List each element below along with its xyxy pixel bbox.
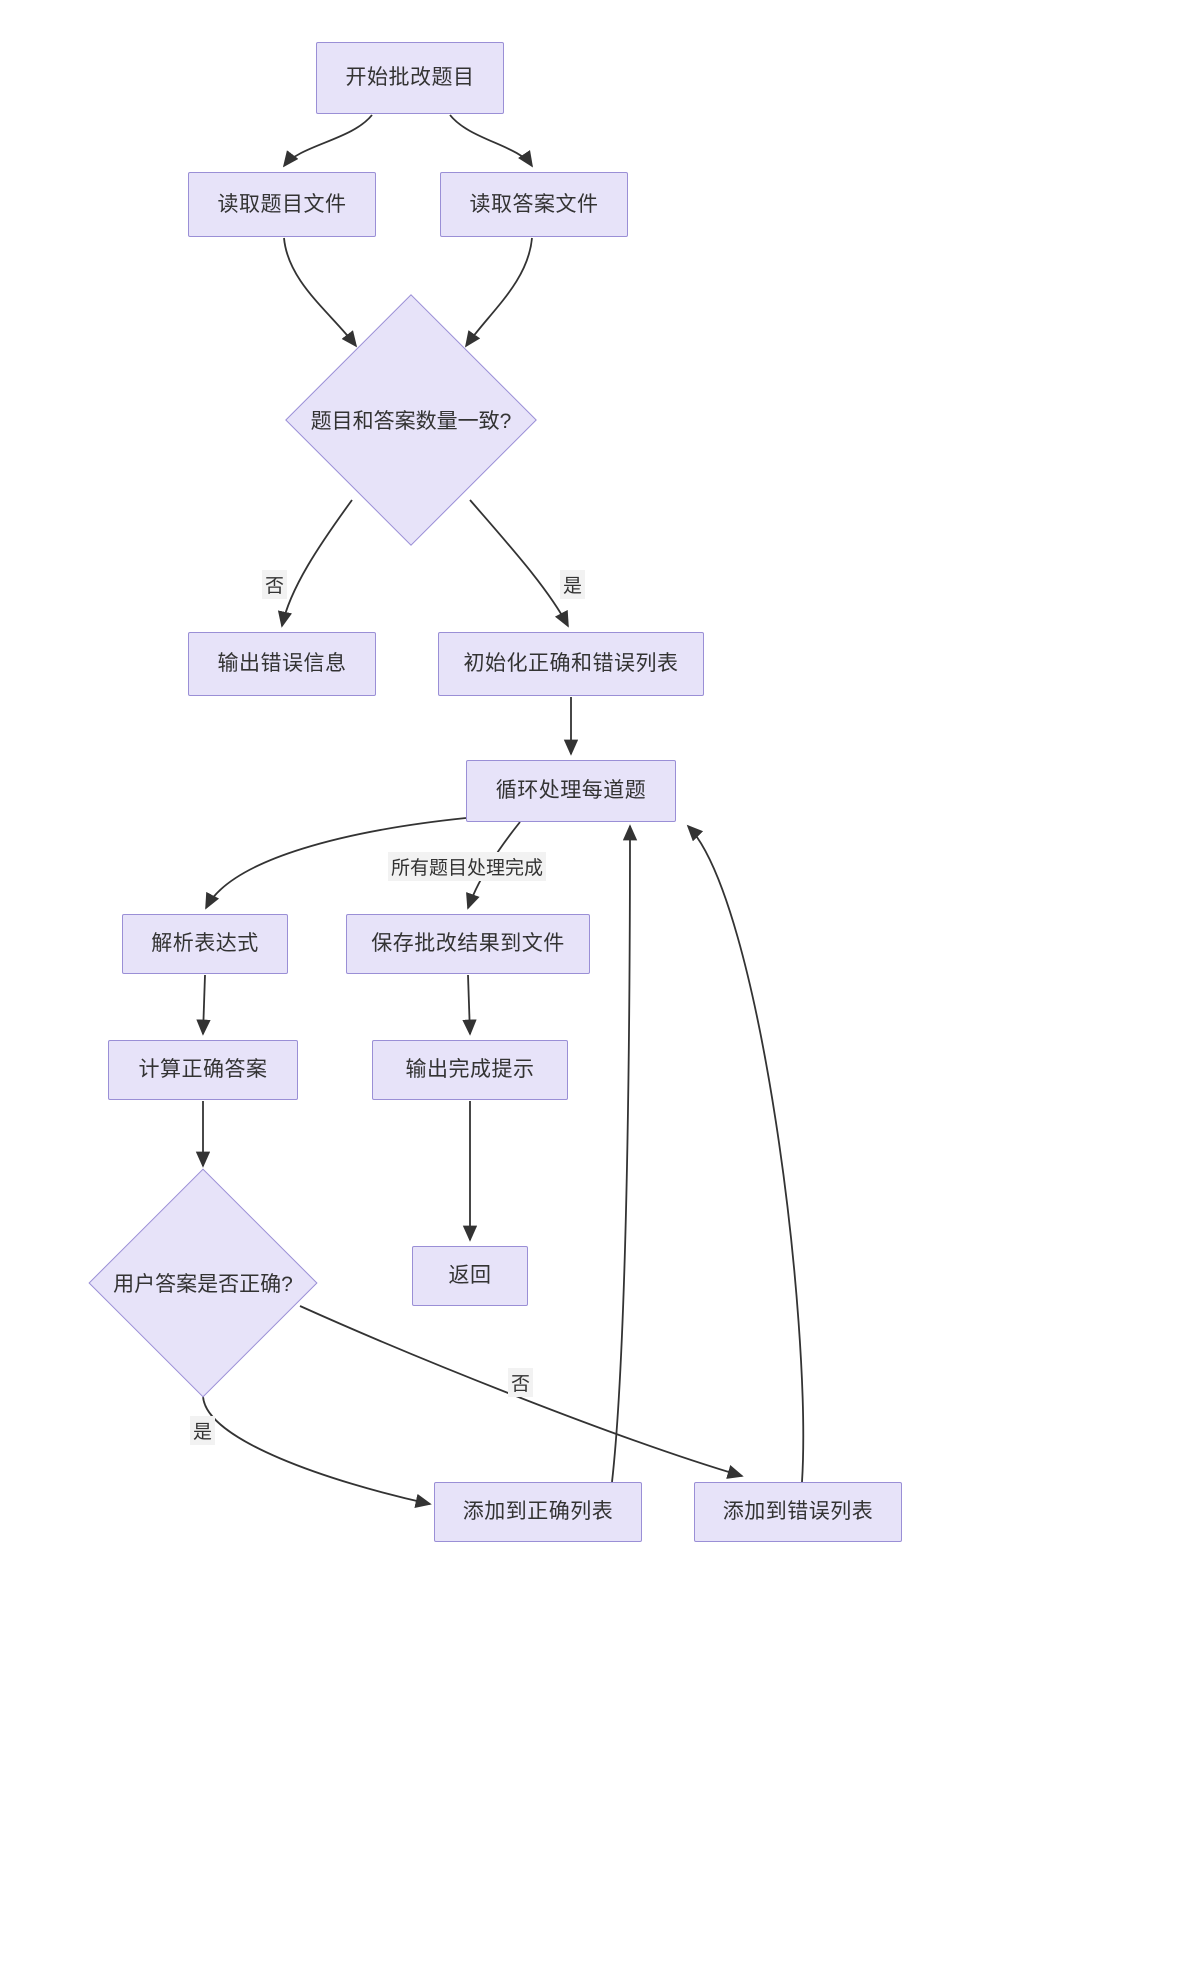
edge-label-yes-answer: 是 [190,1416,216,1445]
node-check-user-answer[interactable]: 用户答案是否正确? [88,1168,318,1398]
edge-parse-calc [196,974,211,1036]
node-loop-each-question[interactable]: 循环处理每道题 [466,760,676,822]
node-save-result-file[interactable]: 保存批改结果到文件 [346,914,590,974]
node-check-user-answer-label: 用户答案是否正确? [113,1273,293,1296]
edge-label-all-processed: 所有题目处理完成 [388,852,547,881]
edge-addright-loop [611,824,638,1483]
edge-start-readq [282,114,373,168]
node-start[interactable]: 开始批改题目 [316,42,504,114]
node-return[interactable]: 返回 [412,1246,528,1306]
node-check-count-label: 题目和答案数量一致? [310,410,512,433]
node-calc-correct-answer[interactable]: 计算正确答案 [108,1040,298,1100]
edge-start-reada [449,114,534,168]
node-output-error[interactable]: 输出错误信息 [188,632,376,696]
edge-label-no-answer: 否 [508,1368,534,1397]
edge-checkans-right [202,1395,432,1508]
edge-label-yes-count: 是 [560,570,586,599]
node-check-count[interactable]: 题目和答案数量一致? [285,294,537,546]
node-init-lists[interactable]: 初始化正确和错误列表 [438,632,704,696]
edge-addwrong-loop [686,824,805,1483]
node-add-to-wrong-list[interactable]: 添加到错误列表 [694,1482,902,1542]
node-read-answer-file[interactable]: 读取答案文件 [440,172,628,237]
node-add-to-correct-list[interactable]: 添加到正确列表 [434,1482,642,1542]
edge-save-done [462,974,477,1036]
edge-label-no-count: 否 [262,570,288,599]
node-read-question-file[interactable]: 读取题目文件 [188,172,376,237]
node-output-done-message[interactable]: 输出完成提示 [372,1040,568,1100]
node-parse-expression[interactable]: 解析表达式 [122,914,288,974]
